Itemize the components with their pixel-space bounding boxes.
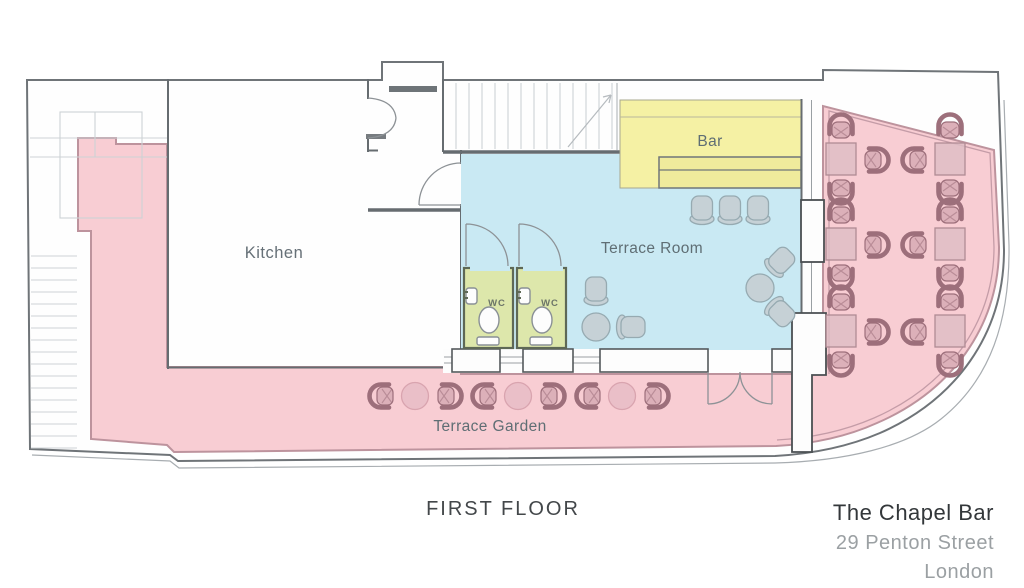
floor-title: FIRST FLOOR: [426, 498, 580, 520]
terrace-garden-label: Terrace Garden: [433, 418, 546, 435]
terrace-room-furniture: [581, 195, 800, 342]
window-box: [800, 199, 825, 263]
square-table: [934, 142, 966, 176]
lounge-chair: [583, 276, 609, 307]
left-staircase: [30, 111, 167, 449]
toilet: [531, 306, 553, 334]
taps: [465, 291, 468, 299]
wc-cubicle-right: WC: [515, 223, 568, 350]
venue-city: London: [924, 561, 994, 583]
entry-threshold: [389, 86, 437, 92]
east-glazing-wall: [791, 99, 827, 453]
interior-doors: [367, 97, 462, 206]
pavement-outline: [31, 99, 1010, 469]
right-terrace-furniture: [825, 115, 966, 376]
wall-pier: [522, 348, 574, 373]
sink: [518, 287, 531, 305]
garden-table: [607, 381, 637, 411]
wc-door: [465, 223, 509, 267]
round-table: [745, 273, 775, 303]
bar-stool: [745, 195, 771, 226]
wc-room: [462, 266, 515, 350]
wc-right-label: WC: [541, 298, 559, 309]
upper-staircase: [442, 79, 620, 154]
wc-cubicle-left: WC: [462, 223, 515, 350]
south-facade: [443, 348, 793, 405]
garden-furniture: [370, 381, 669, 411]
terrace-surface: [77, 104, 1001, 454]
venue-street: 29 Penton Street: [836, 532, 994, 554]
bar-counter: [658, 156, 802, 189]
bar-stool: [717, 195, 743, 226]
terrace-steps-structure: [791, 312, 827, 453]
wall-pier: [771, 348, 793, 373]
sink: [465, 287, 478, 305]
square-table: [934, 314, 966, 348]
wc-door: [518, 223, 562, 267]
terrace-room-label: Terrace Room: [601, 240, 703, 257]
kitchen-label: Kitchen: [245, 244, 304, 262]
wc-left-label: WC: [488, 298, 506, 309]
venue-name: The Chapel Bar: [833, 500, 994, 525]
stair-direction-arrow: [567, 94, 612, 148]
bar-area: [619, 99, 802, 189]
square-table: [825, 227, 857, 261]
kitchen-double-door: [367, 97, 397, 139]
toilet: [478, 306, 500, 334]
bar-stool: [689, 195, 715, 226]
wall-pier: [451, 348, 501, 373]
terrace-inner-border: [776, 110, 995, 441]
garden-double-door: [707, 371, 773, 405]
terrace-outdoor-area: [77, 104, 1001, 454]
window-sill: [599, 348, 709, 373]
garden-table: [400, 381, 430, 411]
lounge-chair: [615, 314, 646, 340]
garden-table: [503, 381, 533, 411]
bar-label: Bar: [697, 133, 722, 150]
cistern: [529, 336, 553, 346]
cistern: [476, 336, 500, 346]
taps: [518, 291, 521, 299]
square-table: [934, 227, 966, 261]
round-table: [581, 312, 611, 342]
square-table: [825, 142, 857, 176]
corridor-door: [418, 162, 462, 206]
square-table: [825, 314, 857, 348]
